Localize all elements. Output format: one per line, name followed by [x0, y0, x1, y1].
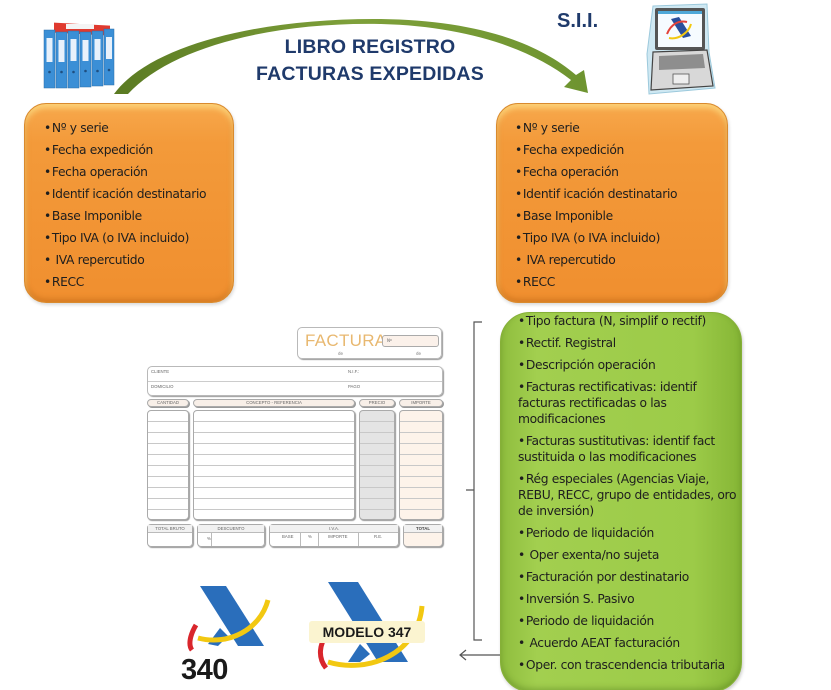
col-importe	[399, 410, 443, 520]
list-item: Fecha expedición	[44, 139, 206, 161]
nif-label: N.I.F.:	[348, 369, 360, 374]
re-label: R.E.	[374, 534, 383, 539]
total-box: TOTAL	[403, 524, 443, 547]
list-item: Facturación por destinatario	[518, 569, 740, 585]
iva-base-label: BASE	[282, 534, 294, 539]
descuento-label: DESCUENTO	[198, 525, 264, 533]
list-item: Descripción operación	[518, 357, 740, 373]
list-item: Identif icación destinatario	[44, 183, 207, 205]
client-label: CLIENTE	[151, 369, 170, 374]
list-item: Identif icación destinatario	[515, 183, 678, 205]
title-line-1: LIBRO REGISTRO	[284, 36, 456, 58]
curved-arrow-icon	[114, 18, 588, 94]
additional-fields-box: Tipo factura (N, simplif o rectif) Recti…	[500, 312, 742, 690]
list-item: Inversión S. Pasivo	[518, 591, 740, 607]
additional-fields-list: Tipo factura (N, simplif o rectif) Recti…	[518, 313, 740, 679]
col-concepto	[193, 410, 355, 520]
list-item: Nº y serie	[515, 117, 677, 139]
col-header-concepto: CONCEPTO - REFERENCIA	[193, 399, 355, 407]
descuento-box: DESCUENTO %	[197, 524, 265, 547]
invoice-title: FACTURA	[305, 331, 387, 350]
list-item: Periodo de liquidación	[518, 525, 740, 541]
right-fields-box: Nº y serie Fecha expedición Fecha operac…	[496, 103, 728, 303]
col-header-cantidad: CANTIDAD	[147, 399, 189, 407]
list-item: Acuerdo AEAT facturación	[518, 635, 740, 651]
iva-label: I.V.A.	[270, 525, 398, 533]
client-section: CLIENTE N.I.F.: DOMICILIO PAGO	[147, 366, 443, 396]
col-precio	[359, 410, 395, 520]
list-item: Tipo IVA (o IVA incluido)	[515, 227, 677, 249]
list-item: Base Imponible	[515, 205, 677, 227]
list-item: Fecha operación	[515, 161, 677, 183]
total-bruto-label: TOTAL BRUTO	[148, 525, 192, 533]
list-item: Tipo IVA (o IVA incluido)	[44, 227, 206, 249]
modelo-347-label: MODELO 347	[309, 621, 425, 643]
laptop-aeat-icon	[646, 3, 716, 95]
col-cantidad	[147, 410, 189, 520]
list-item: Fecha operación	[44, 161, 206, 183]
iva-importe-label: IMPORTE	[328, 534, 348, 539]
list-item: Rég especiales (Agencias Viaje, REBU, RE…	[518, 471, 740, 519]
list-item: Base Imponible	[44, 205, 206, 227]
logo-340-label: 340	[181, 654, 228, 686]
invoice-header: FACTURA Nº de de	[297, 327, 442, 359]
left-fields-list: Nº y serie Fecha expedición Fecha operac…	[44, 117, 207, 293]
title-line-2: FACTURAS EXPEDIDAS	[256, 63, 484, 85]
list-item: Periodo de liquidación	[518, 613, 740, 629]
list-item: Fecha expedición	[515, 139, 677, 161]
list-item: Tipo factura (N, simplif o rectif)	[518, 313, 740, 329]
bracket-connector	[459, 321, 500, 661]
invoice-date-de: de	[338, 351, 343, 356]
list-item: Facturas sustitutivas: identif fact sust…	[518, 433, 740, 465]
sii-label: S.I.I.	[557, 10, 599, 32]
list-item: IVA repercutido	[515, 249, 677, 271]
address-label: DOMICILIO	[151, 384, 174, 389]
total-bruto-box: TOTAL BRUTO	[147, 524, 193, 547]
invoice-number-field: Nº	[382, 335, 439, 347]
invoice-form: FACTURA Nº de de CLIENTE N.I.F.: DOMICIL…	[145, 326, 445, 551]
right-fields-list: Nº y serie Fecha expedición Fecha operac…	[515, 117, 678, 293]
list-item: Oper. con trascendencia tributaria	[518, 657, 740, 673]
list-item: Rectif. Registral	[518, 335, 740, 351]
invoice-date-de: de	[416, 351, 421, 356]
list-item: Oper exenta/no sujeta	[518, 547, 740, 563]
total-label: TOTAL	[404, 525, 442, 533]
col-header-precio: PRECIO	[359, 399, 395, 407]
aeat-340-logo-icon	[187, 586, 271, 652]
payment-label: PAGO	[348, 384, 361, 389]
descuento-pct: %	[207, 536, 211, 541]
list-item: RECC	[44, 271, 206, 293]
iva-box: I.V.A. BASE % IMPORTE R.E.	[269, 524, 399, 547]
left-fields-box: Nº y serie Fecha expedición Fecha operac…	[24, 103, 234, 303]
page-title: LIBRO REGISTRO FACTURAS EXPEDIDAS	[240, 34, 500, 88]
iva-pct-label: %	[308, 534, 312, 539]
list-item: RECC	[515, 271, 677, 293]
list-item: Nº y serie	[44, 117, 206, 139]
col-header-importe: IMPORTE	[399, 399, 443, 407]
list-item: IVA repercutido	[44, 249, 206, 271]
binders-icon	[43, 22, 115, 89]
list-item: Facturas rectificativas: identif factura…	[518, 379, 740, 427]
